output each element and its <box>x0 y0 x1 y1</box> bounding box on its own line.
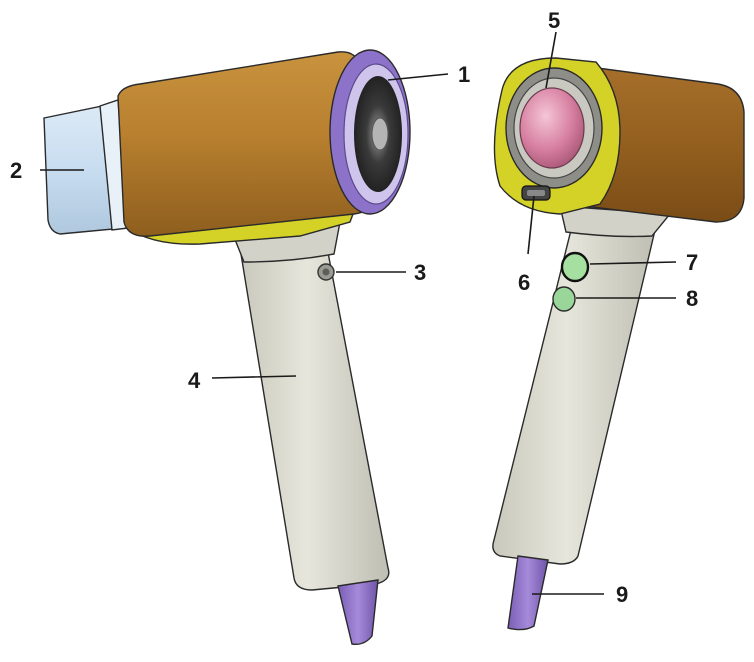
callout-labels: 1 2 3 4 5 6 7 8 9 <box>10 8 698 607</box>
callout-9: 9 <box>616 582 628 607</box>
right-cord-sleeve <box>507 555 549 631</box>
callout-8: 8 <box>686 286 698 311</box>
button-lower <box>552 286 576 312</box>
leader-6 <box>527 195 535 255</box>
left-handle <box>239 241 390 591</box>
callout-5: 5 <box>548 8 560 33</box>
leader-5 <box>545 31 557 89</box>
leader-lines <box>40 31 677 595</box>
left-dryer <box>43 49 411 646</box>
leader-4 <box>211 375 297 379</box>
leader-7 <box>589 261 677 265</box>
side-button-inner <box>322 268 330 276</box>
left-cord-sleeve <box>337 579 379 646</box>
bottom-slot-inner <box>527 190 545 196</box>
callout-1: 1 <box>458 62 470 87</box>
leader-1 <box>387 73 449 81</box>
right-dryer <box>492 57 745 631</box>
callout-4: 4 <box>188 368 201 393</box>
callout-3: 3 <box>414 260 426 285</box>
right-handle <box>492 225 657 565</box>
callout-7: 7 <box>686 250 698 275</box>
callout-2: 2 <box>10 158 22 183</box>
callout-6: 6 <box>518 270 530 295</box>
button-upper <box>560 251 590 283</box>
right-air-outlet <box>519 87 585 169</box>
left-air-intake-center <box>371 117 389 151</box>
